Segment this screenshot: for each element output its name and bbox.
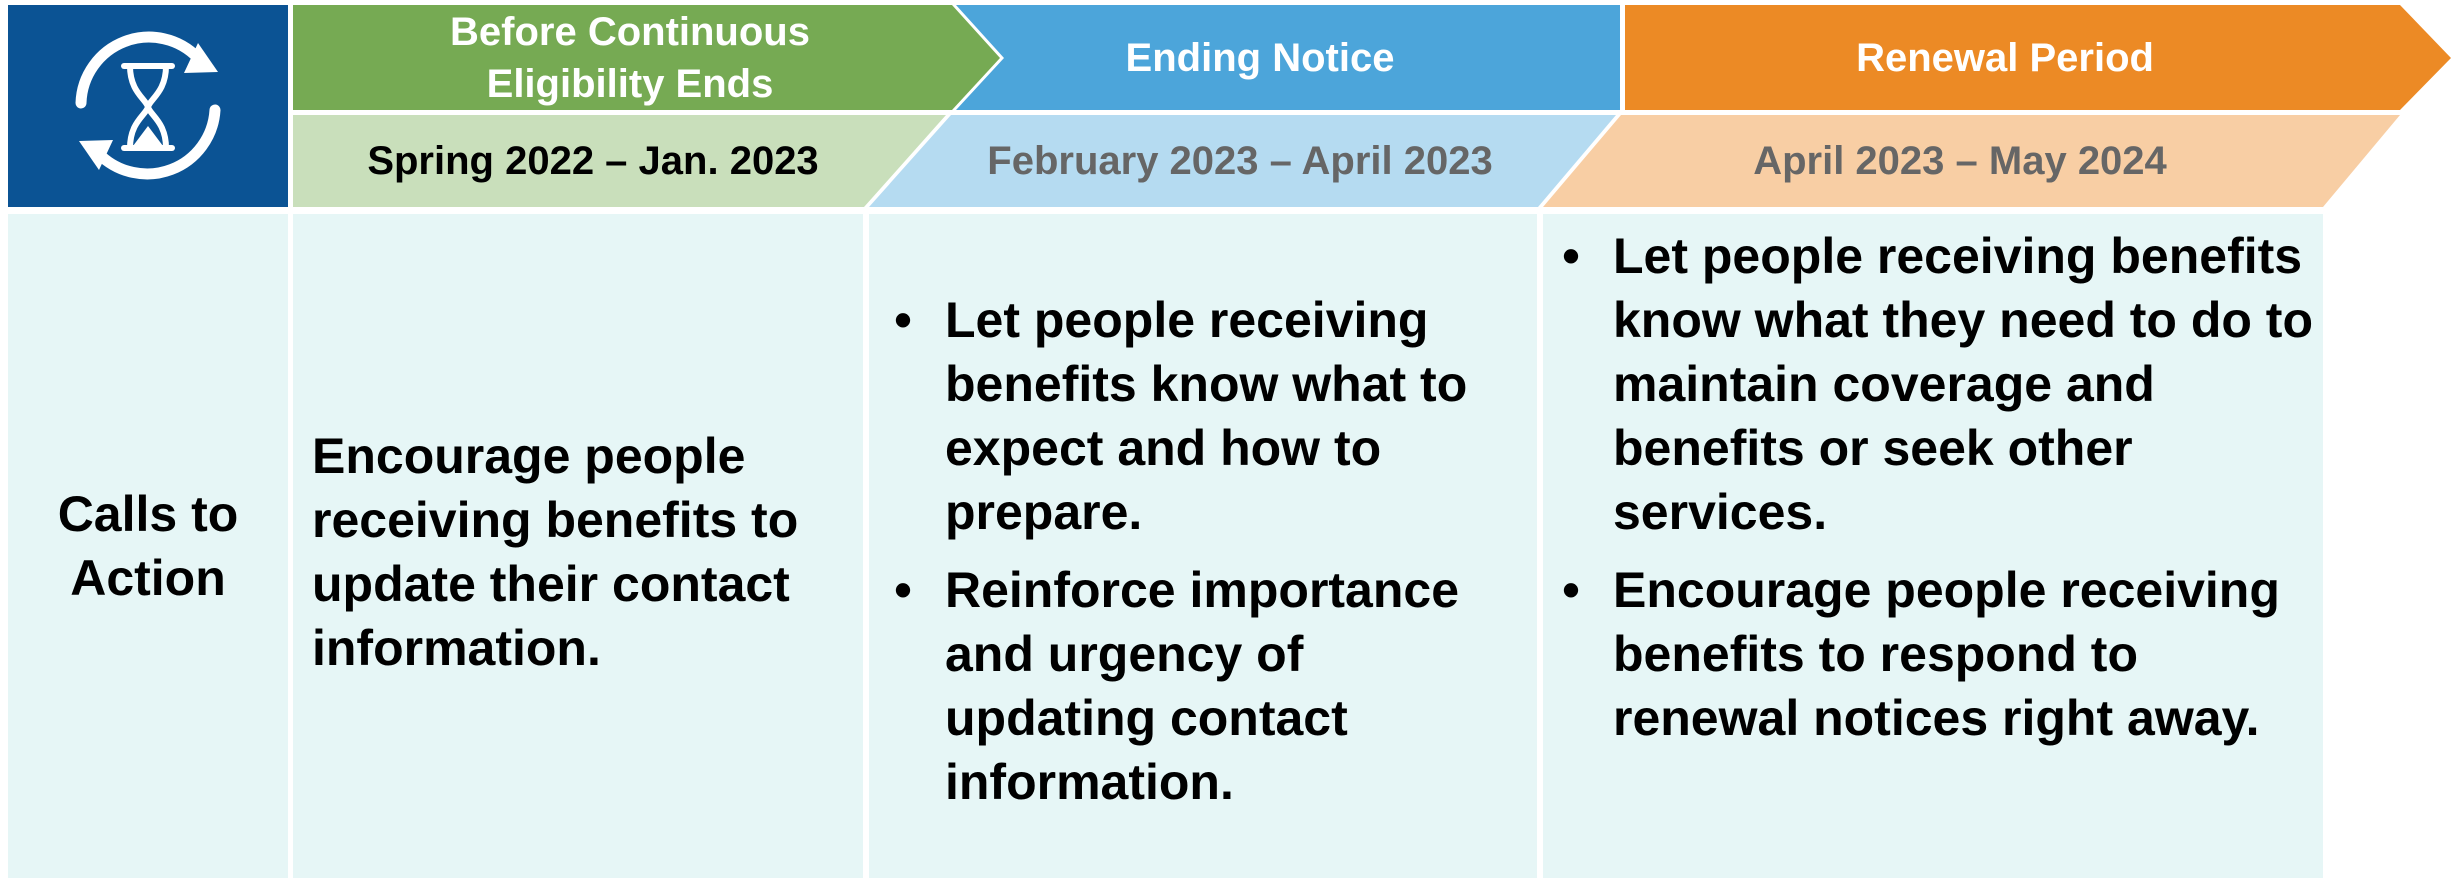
phase1-title: Before Continuous Eligibility Ends [450, 9, 810, 106]
bullet-marker: • [1562, 562, 1580, 618]
phase1-date-shape [293, 115, 946, 207]
list-item: • Let people receiving benefits know wha… [885, 288, 1525, 544]
phase1-body-cell [293, 214, 863, 878]
bullet-text: Let people receiving benefits know what … [1613, 228, 2313, 540]
bullet-text: Reinforce importance and urgency of upda… [945, 562, 1460, 810]
phase1-body: Encourage people receiving benefits to u… [312, 428, 799, 676]
phase2-date-shape [869, 115, 1616, 207]
hourglass-renewal-icon [75, 31, 221, 180]
phase2-title: Ending Notice [1125, 35, 1395, 80]
bullet-text: Let people receiving benefits know what … [945, 292, 1468, 540]
list-item: • Encourage people receiving benefits to… [1553, 558, 2333, 750]
phase1-dates: Spring 2022 – Jan. 2023 [367, 139, 819, 183]
phase2-body-cell [869, 214, 1537, 878]
label-cell [8, 214, 288, 878]
phase3-header-shape [1625, 5, 2451, 110]
phase2-dates: February 2023 – April 2023 [987, 139, 1493, 183]
phase3-date-shape [1543, 115, 2400, 207]
phase3-title: Renewal Period [1856, 35, 2154, 80]
bullet-text: Encourage people receiving benefits to r… [1613, 562, 2280, 746]
phase3-dates: April 2023 – May 2024 [1753, 139, 2167, 183]
bullet-marker: • [894, 562, 912, 618]
list-item: • Reinforce importance and urgency of up… [885, 558, 1525, 814]
phase1-header-shape [293, 5, 1000, 110]
phase2-header-shape [956, 5, 1620, 110]
phase2-bullet-list: • Let people receiving benefits know wha… [885, 288, 1525, 828]
phase3-bullet-list: • Let people receiving benefits know wha… [1553, 224, 2333, 764]
list-item: • Let people receiving benefits know wha… [1553, 224, 2333, 544]
row-label: Calls to Action [57, 486, 239, 606]
bullet-marker: • [894, 292, 912, 348]
bullet-marker: • [1562, 228, 1580, 284]
phase3-body-cell [1543, 214, 2323, 878]
